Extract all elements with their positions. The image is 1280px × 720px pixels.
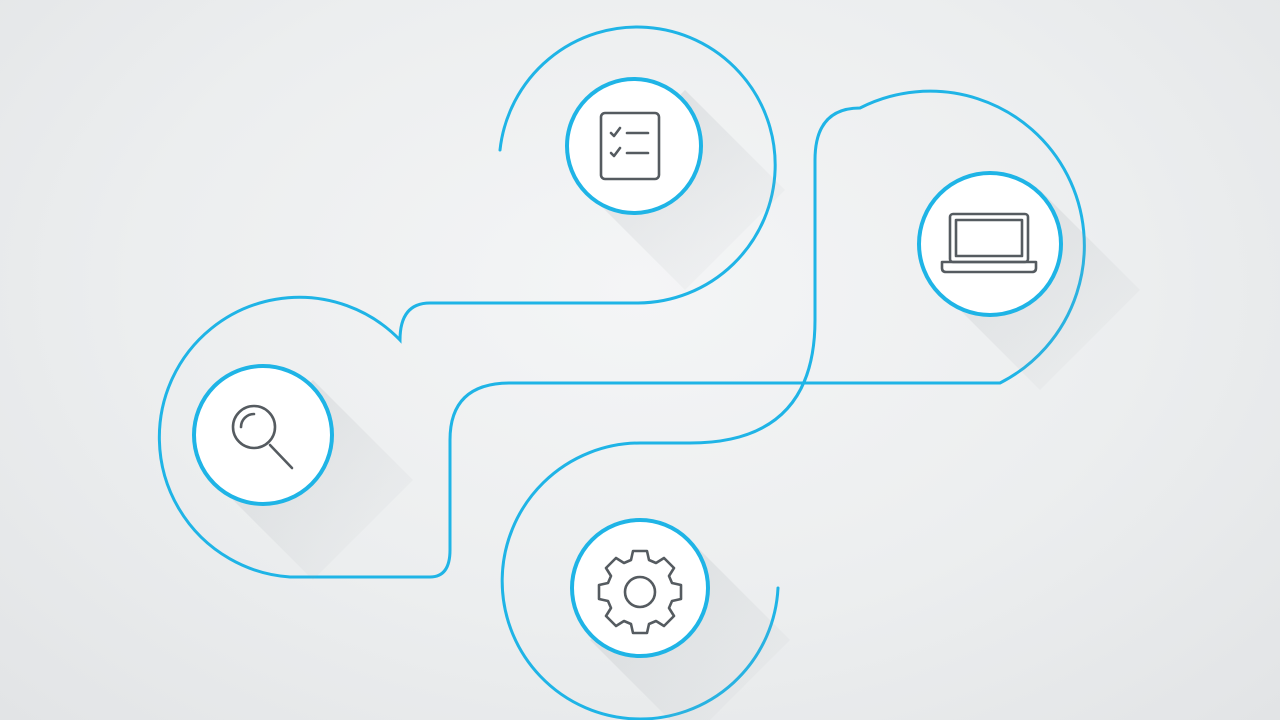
laptop-icon <box>940 212 1038 274</box>
checklist-node-disc <box>565 77 703 215</box>
search-node-disc <box>192 364 334 506</box>
laptop-node-disc <box>917 171 1063 317</box>
magnifier-icon <box>231 404 294 470</box>
checklist-node[interactable] <box>565 77 785 290</box>
search-node[interactable] <box>192 364 413 580</box>
laptop-node[interactable] <box>917 171 1140 390</box>
settings-node[interactable] <box>570 518 790 720</box>
connector-path <box>157 25 1086 720</box>
gear-icon <box>597 549 683 635</box>
settings-node-disc <box>570 518 710 658</box>
checklist-icon <box>599 111 661 181</box>
